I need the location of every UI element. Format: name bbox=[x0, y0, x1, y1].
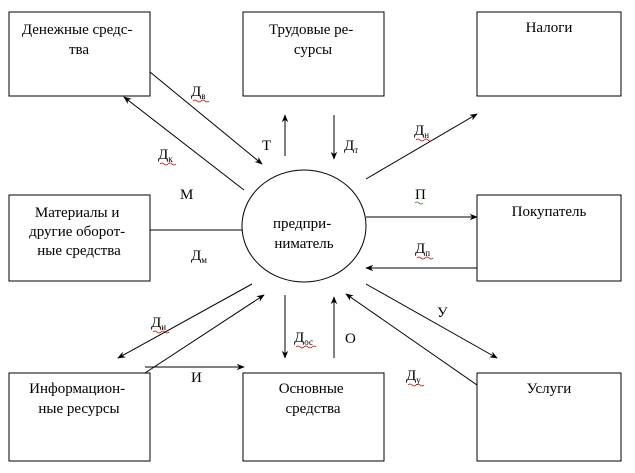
label-p: П bbox=[414, 187, 426, 205]
label-di-sub: и bbox=[161, 322, 166, 332]
svg-text:Основные средства: Основные средства bbox=[279, 381, 348, 417]
label-dv-main: Д bbox=[191, 84, 201, 100]
label-dt-sub: т bbox=[354, 145, 358, 155]
label-dm: Дм bbox=[191, 248, 207, 265]
label-dos-sub: ос bbox=[304, 337, 313, 347]
arrow-services-to-center bbox=[345, 293, 478, 386]
box-taxes-line-1: Налоги bbox=[526, 20, 573, 36]
svg-text:Ди: Ди bbox=[151, 315, 166, 332]
label-dv: Дв bbox=[191, 84, 210, 103]
label-dv-sub: в bbox=[201, 91, 205, 101]
box-money: Денежные средс- тва bbox=[8, 11, 151, 97]
arrow-center-to-info bbox=[117, 283, 253, 359]
label-dp-sub: п bbox=[425, 248, 430, 258]
label-m: М bbox=[180, 187, 193, 203]
box-info-line-1: Информацион- bbox=[29, 381, 125, 397]
box-taxes: Налоги bbox=[476, 11, 622, 97]
label-dm-main: Д bbox=[191, 248, 201, 264]
svg-text:Денежные средс- тва: Денежные средс- тва bbox=[22, 22, 136, 58]
center-line-1: предпри- bbox=[273, 216, 331, 232]
arrow-money-to-center bbox=[149, 71, 263, 165]
box-fixed-line-2: средства bbox=[285, 401, 340, 417]
box-materials-line-2: другие оборот- bbox=[29, 224, 125, 240]
label-dk-main: Д bbox=[158, 147, 168, 163]
label-di: Ди bbox=[151, 315, 170, 334]
svg-text:Дк: Дк bbox=[158, 147, 173, 164]
label-dk-sub: к bbox=[168, 154, 173, 164]
box-money-line-1: Денежные средс- bbox=[22, 22, 133, 38]
label-i: И bbox=[191, 370, 202, 386]
label-di-main: Д bbox=[151, 315, 161, 331]
box-labor: Трудовые ре- сурсы bbox=[242, 11, 385, 97]
box-labor-line-2: сурсы bbox=[294, 42, 332, 58]
svg-text:Дт: Дт bbox=[344, 138, 358, 155]
svg-text:Материалы и другие оборо: Материалы и другие оборот- ные средства bbox=[29, 205, 129, 259]
label-dy-main: Д bbox=[406, 368, 416, 384]
arrow-center-to-money bbox=[123, 96, 245, 191]
label-u: У bbox=[437, 305, 448, 321]
label-o: О bbox=[345, 331, 356, 347]
arrow-center-to-services bbox=[365, 283, 498, 359]
label-dos: Дос bbox=[294, 330, 317, 349]
label-dp: Дп bbox=[415, 241, 434, 260]
svg-text:Дн: Дн bbox=[414, 123, 429, 140]
label-dn-main: Д bbox=[414, 123, 424, 139]
label-dt-main: Д bbox=[344, 138, 354, 154]
svg-text:Дп: Дп bbox=[415, 241, 430, 258]
box-services-line-1: Услуги bbox=[527, 381, 572, 397]
svg-text:Налоги: Налоги bbox=[526, 20, 573, 36]
label-dt: Дт bbox=[344, 138, 358, 155]
svg-text:Трудовые ре- сурсы: Трудовые ре- сурсы bbox=[269, 22, 357, 58]
svg-text:Услуги: Услуги bbox=[527, 381, 572, 397]
box-buyer: Покупатель bbox=[476, 194, 622, 282]
svg-text:Дв: Дв bbox=[191, 84, 205, 101]
arrow-info-to-center bbox=[144, 294, 265, 374]
box-materials-line-1: Материалы и bbox=[35, 205, 119, 221]
label-dp-main: Д bbox=[415, 241, 425, 257]
label-p-text: П bbox=[415, 187, 426, 203]
svg-text:Ду: Ду bbox=[406, 368, 421, 385]
label-dn-sub: н bbox=[424, 130, 429, 140]
box-services: Услуги bbox=[476, 372, 622, 462]
label-dy: Ду bbox=[406, 368, 425, 387]
center-line-2: ниматель bbox=[274, 236, 333, 252]
box-materials: Материалы и другие оборот- ные средства bbox=[8, 194, 151, 282]
box-materials-line-3: ные средства bbox=[37, 243, 121, 259]
center-entrepreneur: предпри- ниматель bbox=[241, 169, 367, 283]
label-dk: Дк bbox=[158, 147, 177, 166]
svg-text:Дос: Дос bbox=[294, 330, 313, 347]
svg-text:Информацион- ные ресурсы: Информацион- ные ресурсы bbox=[29, 381, 129, 417]
svg-text:Покупатель: Покупатель bbox=[512, 204, 587, 220]
label-dy-sub: у bbox=[416, 375, 421, 385]
svg-text:предпри- ниматель: предпри- ниматель bbox=[273, 216, 335, 252]
box-fixed-line-1: Основные bbox=[279, 381, 344, 397]
label-t: Т bbox=[262, 138, 271, 154]
box-money-line-2: тва bbox=[69, 42, 89, 58]
box-info: Информацион- ные ресурсы bbox=[8, 372, 151, 462]
box-buyer-line-1: Покупатель bbox=[512, 204, 587, 220]
box-fixed-assets: Основные средства bbox=[242, 372, 385, 462]
label-dos-main: Д bbox=[294, 330, 304, 346]
arrow-center-to-taxes bbox=[365, 113, 478, 180]
label-dm-sub: м bbox=[201, 255, 207, 265]
box-labor-line-1: Трудовые ре- bbox=[269, 22, 353, 38]
label-dn: Дн bbox=[414, 123, 433, 142]
svg-text:Дм: Дм bbox=[191, 248, 207, 265]
box-info-line-2: ные ресурсы bbox=[38, 401, 119, 417]
